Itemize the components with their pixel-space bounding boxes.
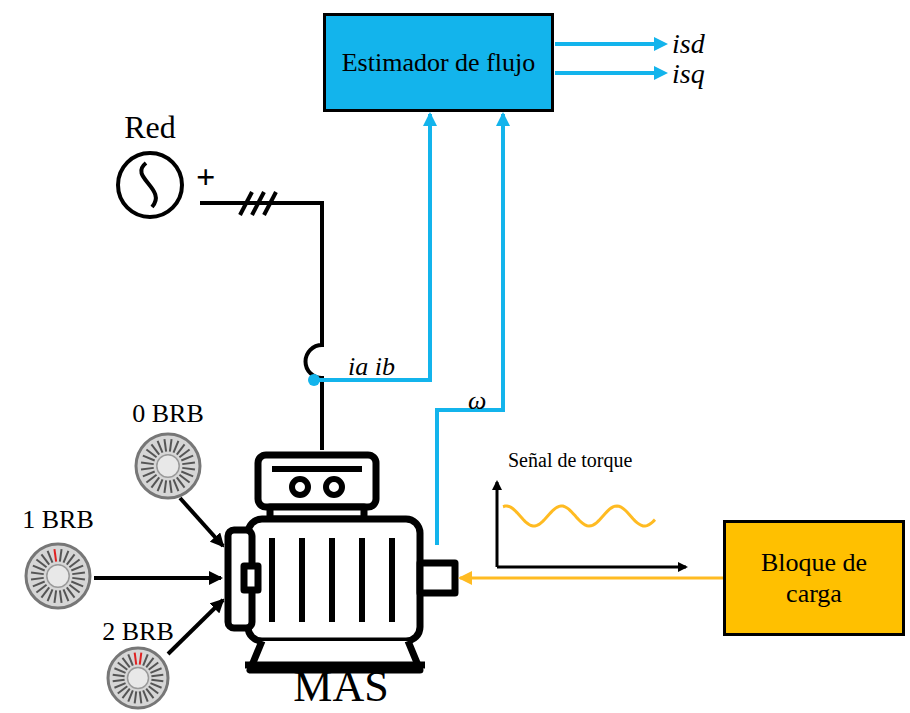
signal-name: ω (468, 388, 486, 414)
node-label: Red (124, 108, 176, 146)
chart-title: Señal de torque (508, 450, 632, 470)
polarity-mark: + (196, 160, 215, 194)
rotor-1-brb: 1 BRB (8, 504, 108, 612)
connector (437, 114, 503, 545)
signal-name: isd (672, 30, 705, 58)
node-label: 0 BRB (132, 398, 204, 429)
motor-icon (228, 455, 455, 670)
connector (94, 576, 221, 580)
torque-chart (497, 482, 686, 567)
cooling-fins (272, 538, 392, 622)
signal-name: ia ib (348, 354, 395, 380)
connector (314, 114, 430, 380)
node-label: 2 BRB (102, 616, 174, 647)
connector (168, 600, 223, 654)
load-block: Bloque de carga (723, 520, 905, 636)
estimator-box: Estimador de flujo (323, 13, 554, 112)
connector (460, 577, 723, 580)
rotor-2-brb: 2 BRB (88, 616, 188, 711)
node-label: Estimador de flujo (338, 47, 539, 78)
node-label: 1 BRB (22, 504, 94, 535)
signal-name: isq (672, 60, 705, 88)
current-sensor-dot (308, 374, 320, 386)
induction-motor: MAS (225, 450, 457, 712)
estimator-outputs (555, 44, 658, 73)
node-label: Bloque de carga (738, 547, 890, 609)
terminal-dots (272, 466, 362, 495)
grid-source: Red (100, 108, 200, 220)
connector (200, 203, 322, 450)
rotor-0-brb: 0 BRB (118, 398, 218, 502)
node-label: MAS (293, 661, 388, 713)
connector (180, 498, 223, 546)
